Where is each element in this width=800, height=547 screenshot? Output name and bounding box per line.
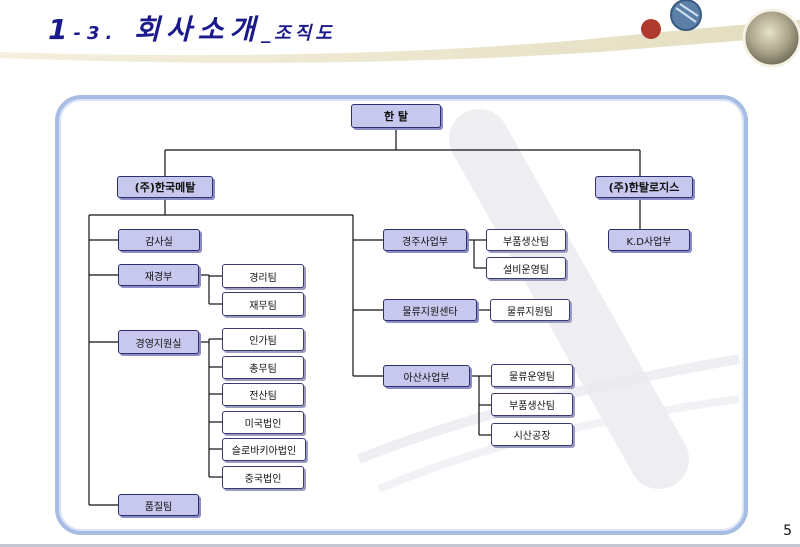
org-quality: 품질팀 [118,494,199,516]
org-team: 경리팀 [222,264,304,288]
org-team: 물류운영팀 [491,364,573,387]
org-team: 설비운영팀 [486,257,566,279]
org-company-metal: (주)한국메탈 [117,176,213,198]
coin-photo-icon [742,8,800,68]
org-team: 총무팀 [222,356,304,379]
org-gyeongju-division: 경주사업부 [383,229,467,251]
bottom-divider [0,544,800,547]
org-team: 부품생산팀 [491,393,573,416]
org-team: 중국법인 [222,466,304,489]
header-decoration [0,0,800,80]
org-logis-division: K.D사업부 [608,229,690,251]
org-audit: 감사실 [118,229,200,251]
org-team: 물류지원팀 [490,299,570,321]
header-banner: 1-3. 회사소개_조직도 [0,0,800,80]
page-number: 5 [783,523,792,539]
org-team: 부품생산팀 [486,229,566,251]
page-title: 1-3. 회사소개_조직도 [48,13,336,46]
org-company-logis: (주)한탈로지스 [595,176,693,198]
org-team: 인가팀 [222,328,304,351]
org-root: 한 탈 [351,104,441,128]
org-team: 미국법인 [222,411,304,434]
org-logistics-center: 물류지원센타 [383,299,477,321]
org-finance: 재경부 [118,264,199,286]
org-team: 슬로바키아법인 [222,438,306,461]
org-management: 경영지원실 [118,330,199,354]
circle-photo-icon [641,19,661,39]
org-asan-division: 아산사업부 [383,365,470,387]
org-team: 재무팀 [222,292,304,316]
org-team: 시산공장 [491,423,573,446]
org-team: 전산팀 [222,383,304,406]
